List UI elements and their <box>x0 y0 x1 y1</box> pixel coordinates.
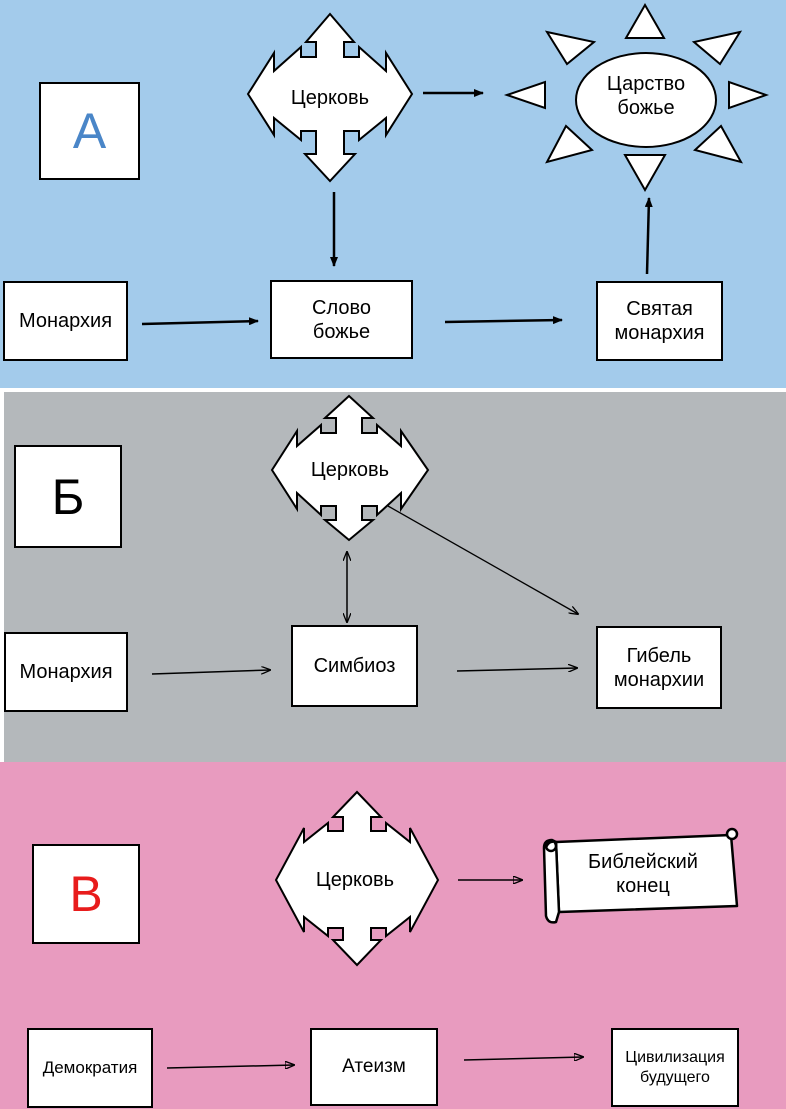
panel-b-letter: Б <box>51 468 85 525</box>
church-cross-shape-b <box>270 394 430 542</box>
arrow-democracy-to-atheism <box>166 1065 294 1068</box>
panel-a-arrows <box>141 2 770 326</box>
church-cross-shape-a <box>246 12 414 183</box>
arrow-church-to-fall <box>387 505 578 614</box>
panel-c-letter: В <box>69 866 103 922</box>
arrow-word-to-holy-monarchy <box>444 316 563 325</box>
panel-b: Б Церковь Монархия Симбиоз Гибель монарх… <box>0 388 786 762</box>
democracy-box: Демократия <box>27 1028 153 1108</box>
panel-c-arrows <box>166 790 739 1109</box>
monarchy-box-a: Монархия <box>3 281 128 361</box>
arrow-monarchy-to-word <box>141 317 259 326</box>
panel-a-letter-box: А <box>39 82 140 180</box>
civilization-box: Цивилизация будущего <box>611 1028 739 1107</box>
arrow-holy-monarchy-to-kingdom <box>644 197 653 275</box>
sun-rays <box>503 2 770 193</box>
arrow-monarchy-to-symbiosis <box>151 670 270 675</box>
symbiosis-box: Симбиоз <box>291 625 418 707</box>
panel-c-letter-box: В <box>32 844 140 944</box>
biblical-end-label: Библейский конец <box>588 851 698 897</box>
church-label-c: Церковь <box>315 869 395 891</box>
arrow-symbiosis-to-fall <box>456 668 577 671</box>
word-of-god-box: Слово божье <box>270 280 413 359</box>
fall-of-monarchy-box: Гибель монархии <box>596 626 722 709</box>
church-cross-shape-c <box>274 790 440 967</box>
kingdom-ellipse <box>575 52 717 148</box>
panel-a: А Церковь Царство божье Монархия <box>0 0 786 388</box>
church-label-a: Церковь <box>290 87 370 109</box>
panel-b-arrows <box>151 394 786 675</box>
panel-b-letter-box: Б <box>14 445 122 548</box>
arrow-atheism-to-civilization <box>463 1057 583 1060</box>
holy-monarchy-box: Святая монархия <box>596 281 723 361</box>
church-label-b: Церковь <box>310 459 390 481</box>
atheism-box: Атеизм <box>310 1028 438 1106</box>
panel-c: В Церковь Библейский конец Демократия Ат… <box>0 762 786 1109</box>
scroll-shape <box>542 827 739 924</box>
panel-a-letter: А <box>72 103 107 159</box>
monarchy-box-b: Монархия <box>4 632 128 712</box>
kingdom-of-god-label: Царство божье <box>606 73 686 119</box>
